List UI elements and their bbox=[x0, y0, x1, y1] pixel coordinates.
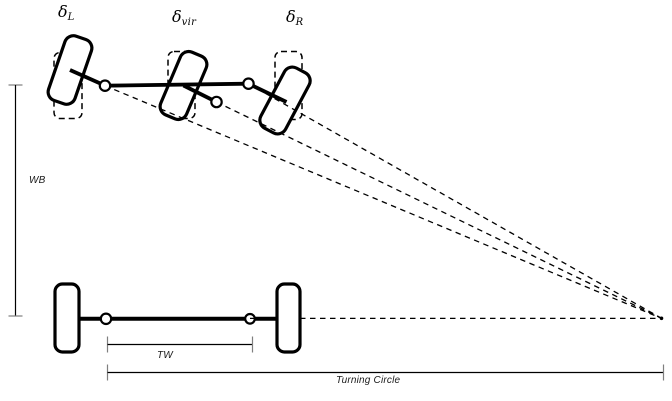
steering-axis-left-dashed bbox=[104, 85, 662, 319]
front-virtual-joint-circle bbox=[210, 95, 223, 109]
delta-left-subscript: L bbox=[67, 12, 75, 23]
delta-right-symbol: δ bbox=[286, 7, 296, 26]
rear-right-wheel bbox=[275, 282, 302, 354]
rear-left-wheel bbox=[53, 282, 81, 354]
turning-circle-dimension bbox=[106, 364, 665, 381]
track-width-label: TW bbox=[157, 350, 173, 361]
delta-virtual-subscript: vir bbox=[181, 17, 197, 28]
track-width-dimension bbox=[106, 336, 254, 353]
wheelbase-label: WB bbox=[29, 175, 46, 186]
steering-axis-virtual-dashed bbox=[216, 101, 662, 319]
wheelbase-dimension bbox=[8, 84, 23, 317]
delta-left-label: δL bbox=[58, 2, 75, 23]
delta-left-symbol: δ bbox=[58, 2, 68, 21]
rear-left-joint-circle bbox=[99, 312, 113, 326]
delta-right-label: δR bbox=[286, 7, 304, 28]
front-left-joint-circle bbox=[98, 79, 112, 92]
steering-axis-right-dashed bbox=[248, 83, 662, 319]
front-axle-assembly bbox=[46, 34, 662, 319]
front-right-knuckle-arm bbox=[247, 81, 288, 104]
turning-center-point bbox=[659, 316, 664, 321]
rear-axle-assembly bbox=[53, 282, 662, 354]
delta-virtual-symbol: δ bbox=[172, 7, 182, 26]
turning-circle-label: Turning Circle bbox=[336, 375, 401, 386]
delta-virtual-label: δvir bbox=[172, 7, 197, 28]
delta-right-subscript: R bbox=[295, 17, 304, 28]
tie-rod-line bbox=[104, 81, 249, 88]
front-right-joint-circle bbox=[242, 77, 255, 90]
